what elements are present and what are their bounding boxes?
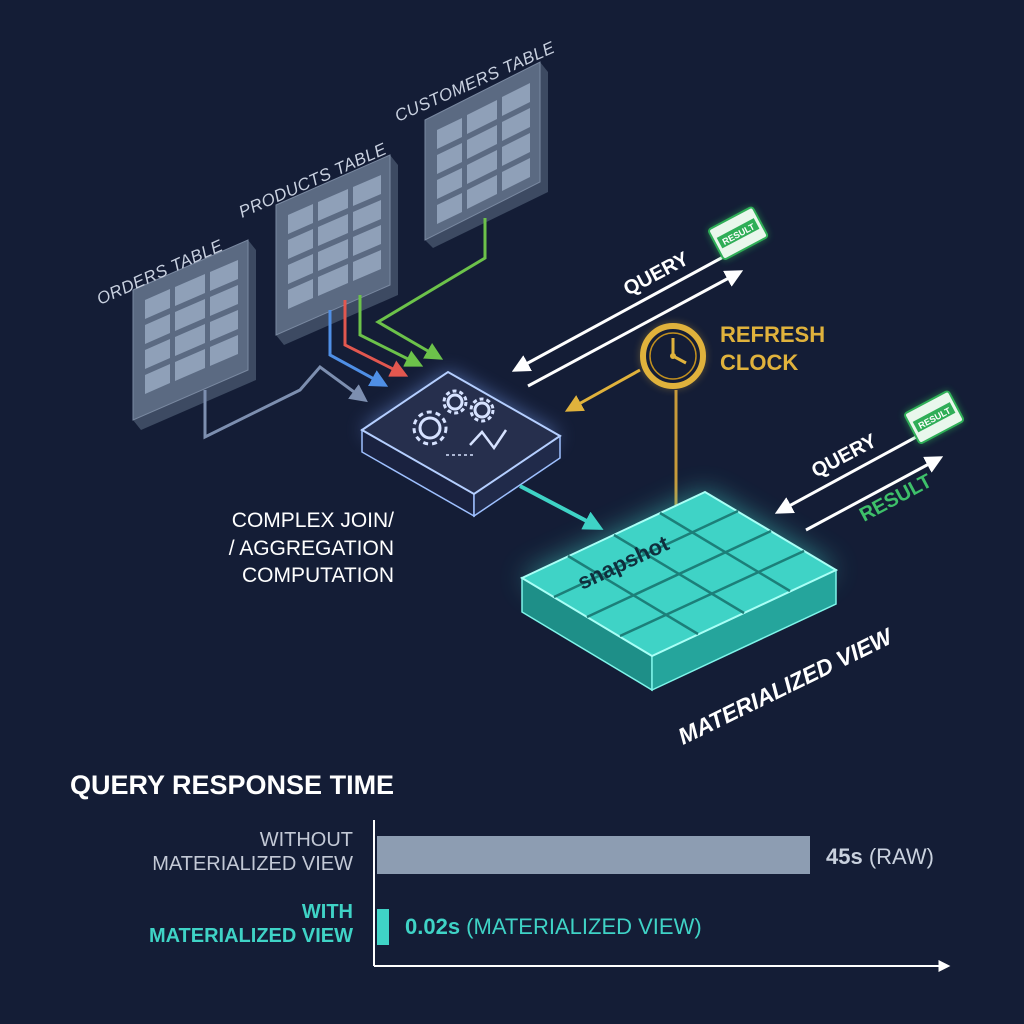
value-label-without: 45s (RAW) [826, 844, 934, 869]
right-query-flow: QUERY RESULT [774, 430, 944, 532]
refresh-label-line-1: REFRESH [720, 322, 825, 347]
refresh-to-engine-arrow [564, 368, 641, 412]
refresh-label-line-2: CLOCK [720, 350, 798, 375]
gears-icon [412, 389, 508, 456]
result-document-icon: RESULT [904, 390, 965, 444]
bar-with-materialized-view [377, 909, 389, 945]
clock-icon [640, 323, 706, 389]
engine-label-line-2: / AGGREGATION [229, 537, 394, 560]
value-with-number: 0.02s [405, 914, 460, 939]
result-document-icon: RESULT [708, 206, 769, 260]
top-query-flow: QUERY [511, 248, 744, 388]
value-without-number: 45s [826, 844, 863, 869]
connector-products-green [358, 295, 424, 367]
connector-products-blue [328, 310, 389, 387]
customers-table [424, 61, 548, 248]
products-table [275, 154, 398, 345]
engine-label-line-3: COMPUTATION [242, 564, 394, 587]
bar-without-materialized-view [377, 836, 810, 874]
value-label-with: 0.02s (MATERIALIZED VIEW) [405, 914, 702, 939]
row-label-without-line-2: MATERIALIZED VIEW [152, 853, 353, 875]
row-label-with-line-2: MATERIALIZED VIEW [149, 925, 353, 947]
value-with-suffix: (MATERIALIZED VIEW) [460, 914, 702, 939]
engine-label-line-1: COMPLEX JOIN/ [232, 509, 394, 532]
connector-orders [203, 364, 368, 440]
table-connectors [203, 218, 487, 440]
engine-to-snapshot-arrow [519, 484, 604, 530]
row-label-without-line-1: WITHOUT [260, 829, 353, 851]
materialized-view-snapshot [519, 490, 839, 692]
connector-products-red [343, 300, 409, 377]
computation-engine [360, 370, 562, 518]
orders-table [132, 239, 256, 430]
response-time-chart: QUERY RESPONSE TIME WITHOUT MATERIALIZED… [70, 770, 951, 972]
connector-customers [375, 218, 487, 360]
value-without-suffix: (RAW) [863, 844, 934, 869]
row-label-with-line-1: WITH [302, 901, 353, 923]
chart-title: QUERY RESPONSE TIME [70, 770, 394, 800]
